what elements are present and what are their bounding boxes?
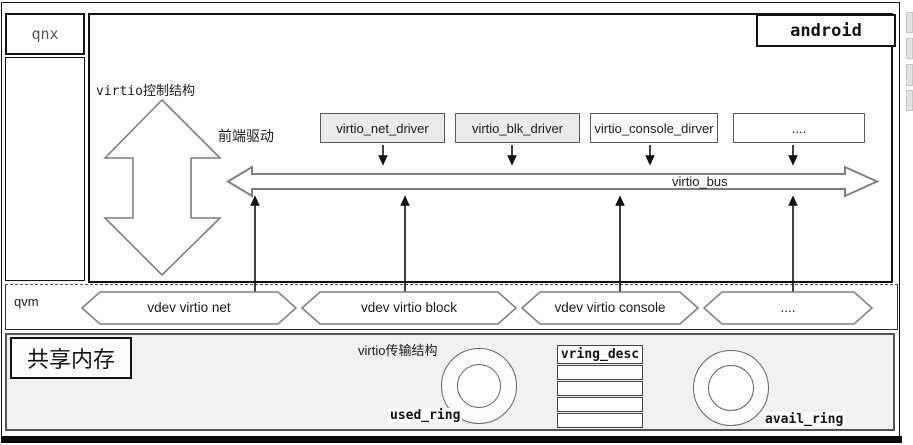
driver-box-more: .... xyxy=(733,113,865,143)
driver-box-virtio-console: virtio_console_dirver xyxy=(590,113,718,143)
vring-desc-row xyxy=(557,381,643,396)
avail-ring-circle xyxy=(693,350,769,426)
qnx-box: qnx xyxy=(5,13,85,55)
shared-memory-title-box: 共享内存 xyxy=(10,337,132,379)
used-ring-inner-circle xyxy=(457,364,501,408)
virtio-bus-label: virtio_bus xyxy=(672,174,728,189)
driver-label: virtio_net_driver xyxy=(336,120,429,136)
bottom-border-bar xyxy=(1,436,902,443)
avail-ring-inner-circle xyxy=(708,365,754,411)
driver-label: .... xyxy=(791,120,807,136)
vdev-console-label: vdev virtio console xyxy=(554,300,666,315)
qnx-label: qnx xyxy=(31,25,59,43)
vdev-net-label: vdev virtio net xyxy=(147,300,231,315)
android-label: android xyxy=(790,20,862,41)
vring-desc-row xyxy=(557,365,643,380)
vring-desc-row xyxy=(557,413,643,428)
vring-desc-table: vring_desc xyxy=(557,345,643,428)
qnx-column-box xyxy=(5,57,85,281)
android-box: android xyxy=(756,14,896,47)
frontend-driver-label: 前端驱动 xyxy=(218,128,274,144)
vring-desc-header: vring_desc xyxy=(557,345,643,364)
vdev-block-label: vdev virtio block xyxy=(360,300,458,315)
vring-desc-row xyxy=(557,397,643,412)
vring-desc-header-label: vring_desc xyxy=(560,347,640,362)
virtio-control-structure-label: virtio控制结构 xyxy=(96,84,195,99)
right-edge-fragment xyxy=(906,64,913,86)
driver-label: virtio_blk_driver xyxy=(471,120,564,136)
qvm-label: qvm xyxy=(14,294,39,309)
avail-ring-label: avail_ring xyxy=(763,412,846,427)
shared-memory-title: 共享内存 xyxy=(26,347,115,372)
vdev-more-label: .... xyxy=(780,300,796,315)
android-container xyxy=(88,13,893,283)
right-edge-fragment xyxy=(906,90,913,111)
driver-label: virtio_console_dirver xyxy=(594,120,714,136)
driver-box-virtio-blk: virtio_blk_driver xyxy=(455,113,580,143)
driver-box-virtio-net: virtio_net_driver xyxy=(320,113,445,143)
right-edge-fragment xyxy=(906,38,913,59)
right-edge-fragment xyxy=(906,12,913,33)
virtio-transfer-structure-label: virtio传输结构 xyxy=(358,343,438,358)
used-ring-label: used_ring xyxy=(388,408,463,423)
